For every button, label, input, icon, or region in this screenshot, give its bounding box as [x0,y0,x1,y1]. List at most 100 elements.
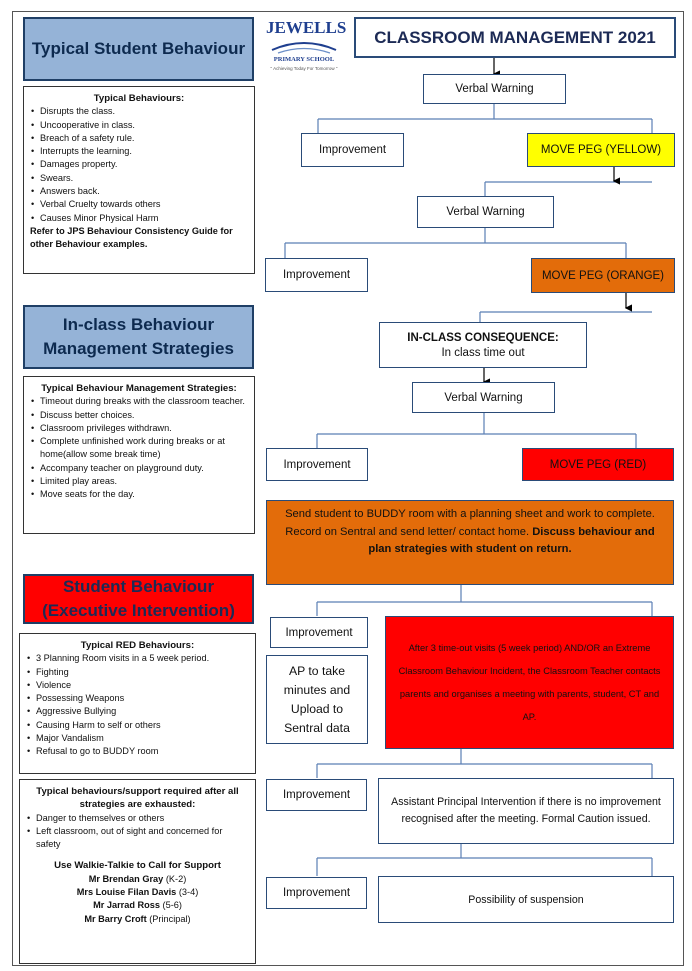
typical-behaviours-list: Disrupts the class. Uncooperative in cla… [30,105,248,225]
logo-sub: PRIMARY SCHOOL [273,56,335,63]
typical-behaviours-title: Typical Behaviours: [93,93,185,104]
contact-role: (Principal) [149,913,191,924]
ap-minutes-box: AP to take minutes and Upload to Sentral… [266,655,368,744]
flow-title-text: CLASSROOM MANAGEMENT 2021 [374,27,656,47]
strategies-panel: Typical Behaviour Management Strategies:… [23,376,255,534]
improvement-1: Improvement [301,133,404,167]
improvement-3-text: Improvement [283,458,351,471]
list-item: Violence [26,679,249,693]
ct-contact-text: After 3 time-out visits (5 week period) … [398,642,661,722]
red-behaviours-title: Typical RED Behaviours: [80,640,195,651]
improvement-6: Improvement [266,877,367,909]
list-item: Classroom privileges withdrawn. [30,422,248,436]
verbal-warning-1-text: Verbal Warning [455,83,534,95]
list-item: Move seats for the day. [30,488,248,502]
support-title: Typical behaviours/support required afte… [36,786,239,811]
list-item: Possessing Weapons [26,692,249,706]
flow-title: CLASSROOM MANAGEMENT 2021 [354,17,676,58]
list-item: Damages property. [30,158,248,172]
list-item: Uncooperative in class. [30,119,248,133]
list-item: Causes Minor Physical Harm [30,212,248,226]
logo-name: JEWELLS [266,18,347,37]
list-item: Aggressive Bullying [26,705,249,719]
list-item: Left classroom, out of sight and concern… [26,825,249,852]
ap-minutes-text: AP to take minutes and Upload to Sentral… [283,663,351,735]
list-item: Refusal to go to BUDDY room [26,745,249,759]
consistency-guide-note: Refer to JPS Behaviour Consistency Guide… [30,225,233,250]
contact-name: Mr Brendan Gray [88,873,164,884]
list-item: Discuss better choices. [30,409,248,423]
verbal-warning-2: Verbal Warning [417,196,554,228]
list-item: Fighting [26,666,249,680]
page-border [12,11,684,966]
list-item: Swears. [30,172,248,186]
list-item: Timeout during breaks with the classroom… [30,395,248,409]
red-behaviours-panel: Typical RED Behaviours: 3 Planning Room … [19,633,256,774]
executive-intervention-header: Student Behaviour (Executive Interventio… [23,574,254,624]
list-item: Accompany teacher on playground duty. [30,462,248,476]
verbal-warning-3: Verbal Warning [412,382,555,413]
list-item: Answers back. [30,185,248,199]
suspension-text: Possibility of suspension [468,893,584,906]
suspension-box: Possibility of suspension [378,876,674,923]
improvement-5-text: Improvement [282,789,351,801]
buddy-room-box: Send student to BUDDY room with a planni… [266,500,674,585]
contact-name: Mr Jarrad Ross [93,900,160,911]
list-item: Interrupts the learning. [30,145,248,159]
executive-intervention-header-text: Student Behaviour (Executive Interventio… [42,577,235,620]
list-item: Major Vandalism [26,732,249,746]
strategies-header: In-class Behaviour Management Strategies [23,305,254,369]
in-class-consequence: IN-CLASS CONSEQUENCE: In class time out [379,322,587,368]
improvement-5: Improvement [266,779,367,811]
list-item: Breach of a safety rule. [30,132,248,146]
peg-red: MOVE PEG (RED) [522,448,674,481]
contact-name: Mr Barry Croft [84,913,147,924]
list-item: Verbal Cruelty towards others [30,198,248,212]
peg-yellow-text: MOVE PEG (YELLOW) [540,144,662,156]
peg-orange-text: MOVE PEG (ORANGE) [541,269,665,282]
buddy-room-text: Send student to BUDDY room with a planni… [285,508,655,538]
list-item: Danger to themselves or others [26,812,249,826]
red-behaviours-list: 3 Planning Room visits in a 5 week perio… [26,652,249,759]
typical-behaviour-header: Typical Student Behaviour [23,17,254,81]
peg-yellow: MOVE PEG (YELLOW) [527,133,675,167]
contact-item: Mr Barry Croft (Principal) [26,913,249,926]
verbal-warning-2-text: Verbal Warning [446,206,525,218]
improvement-1-text: Improvement [318,144,387,156]
improvement-2-text: Improvement [282,269,351,281]
typical-behaviour-header-text: Typical Student Behaviour [31,39,246,58]
contact-role: (K-2) [165,873,187,884]
contact-role: (3-4) [178,887,199,898]
verbal-warning-3-text: Verbal Warning [444,391,523,404]
support-panel: Typical behaviours/support required afte… [19,779,256,964]
contacts-list: Mr Brendan Gray (K-2) Mrs Louise Filan D… [26,873,249,926]
list-item: Complete unfinished work during breaks o… [30,435,248,462]
ct-contact-box: After 3 time-out visits (5 week period) … [385,616,674,749]
list-item: Disrupts the class. [30,105,248,119]
peg-red-text: MOVE PEG (RED) [549,458,647,471]
list-item: 3 Planning Room visits in a 5 week perio… [26,652,249,666]
school-logo: JEWELLS PRIMARY SCHOOL " Achieving Today… [266,18,347,92]
contact-item: Mr Jarrad Ross (5-6) [26,899,249,912]
ap-intervention-text: Assistant Principal Intervention if ther… [391,796,661,825]
improvement-3: Improvement [266,448,368,481]
walkie-talkie-title: Use Walkie-Talkie to Call for Support [54,860,221,872]
logo-swoosh-icon [271,42,337,54]
buddy-room-bold-text: Discuss behaviour and plan strategies wi… [368,525,655,556]
contact-name: Mrs Louise Filan Davis [76,887,177,898]
list-item: Causing Harm to self or others [26,719,249,733]
improvement-2: Improvement [265,258,368,292]
peg-orange: MOVE PEG (ORANGE) [531,258,675,293]
list-item: Limited play areas. [30,475,248,489]
support-list: Danger to themselves or others Left clas… [26,812,249,852]
strategies-header-text: In-class Behaviour Management Strategies [43,315,234,358]
consequence-title: IN-CLASS CONSEQUENCE: [407,331,559,344]
contact-item: Mr Brendan Gray (K-2) [26,873,249,886]
contact-item: Mrs Louise Filan Davis (3-4) [26,886,249,899]
improvement-6-text: Improvement [282,887,351,899]
strategies-title: Typical Behaviour Management Strategies: [41,383,237,394]
typical-behaviours-panel: Typical Behaviours: Disrupts the class. … [23,86,255,274]
strategies-list: Timeout during breaks with the classroom… [30,395,248,502]
consequence-sub: In class time out [441,346,525,359]
